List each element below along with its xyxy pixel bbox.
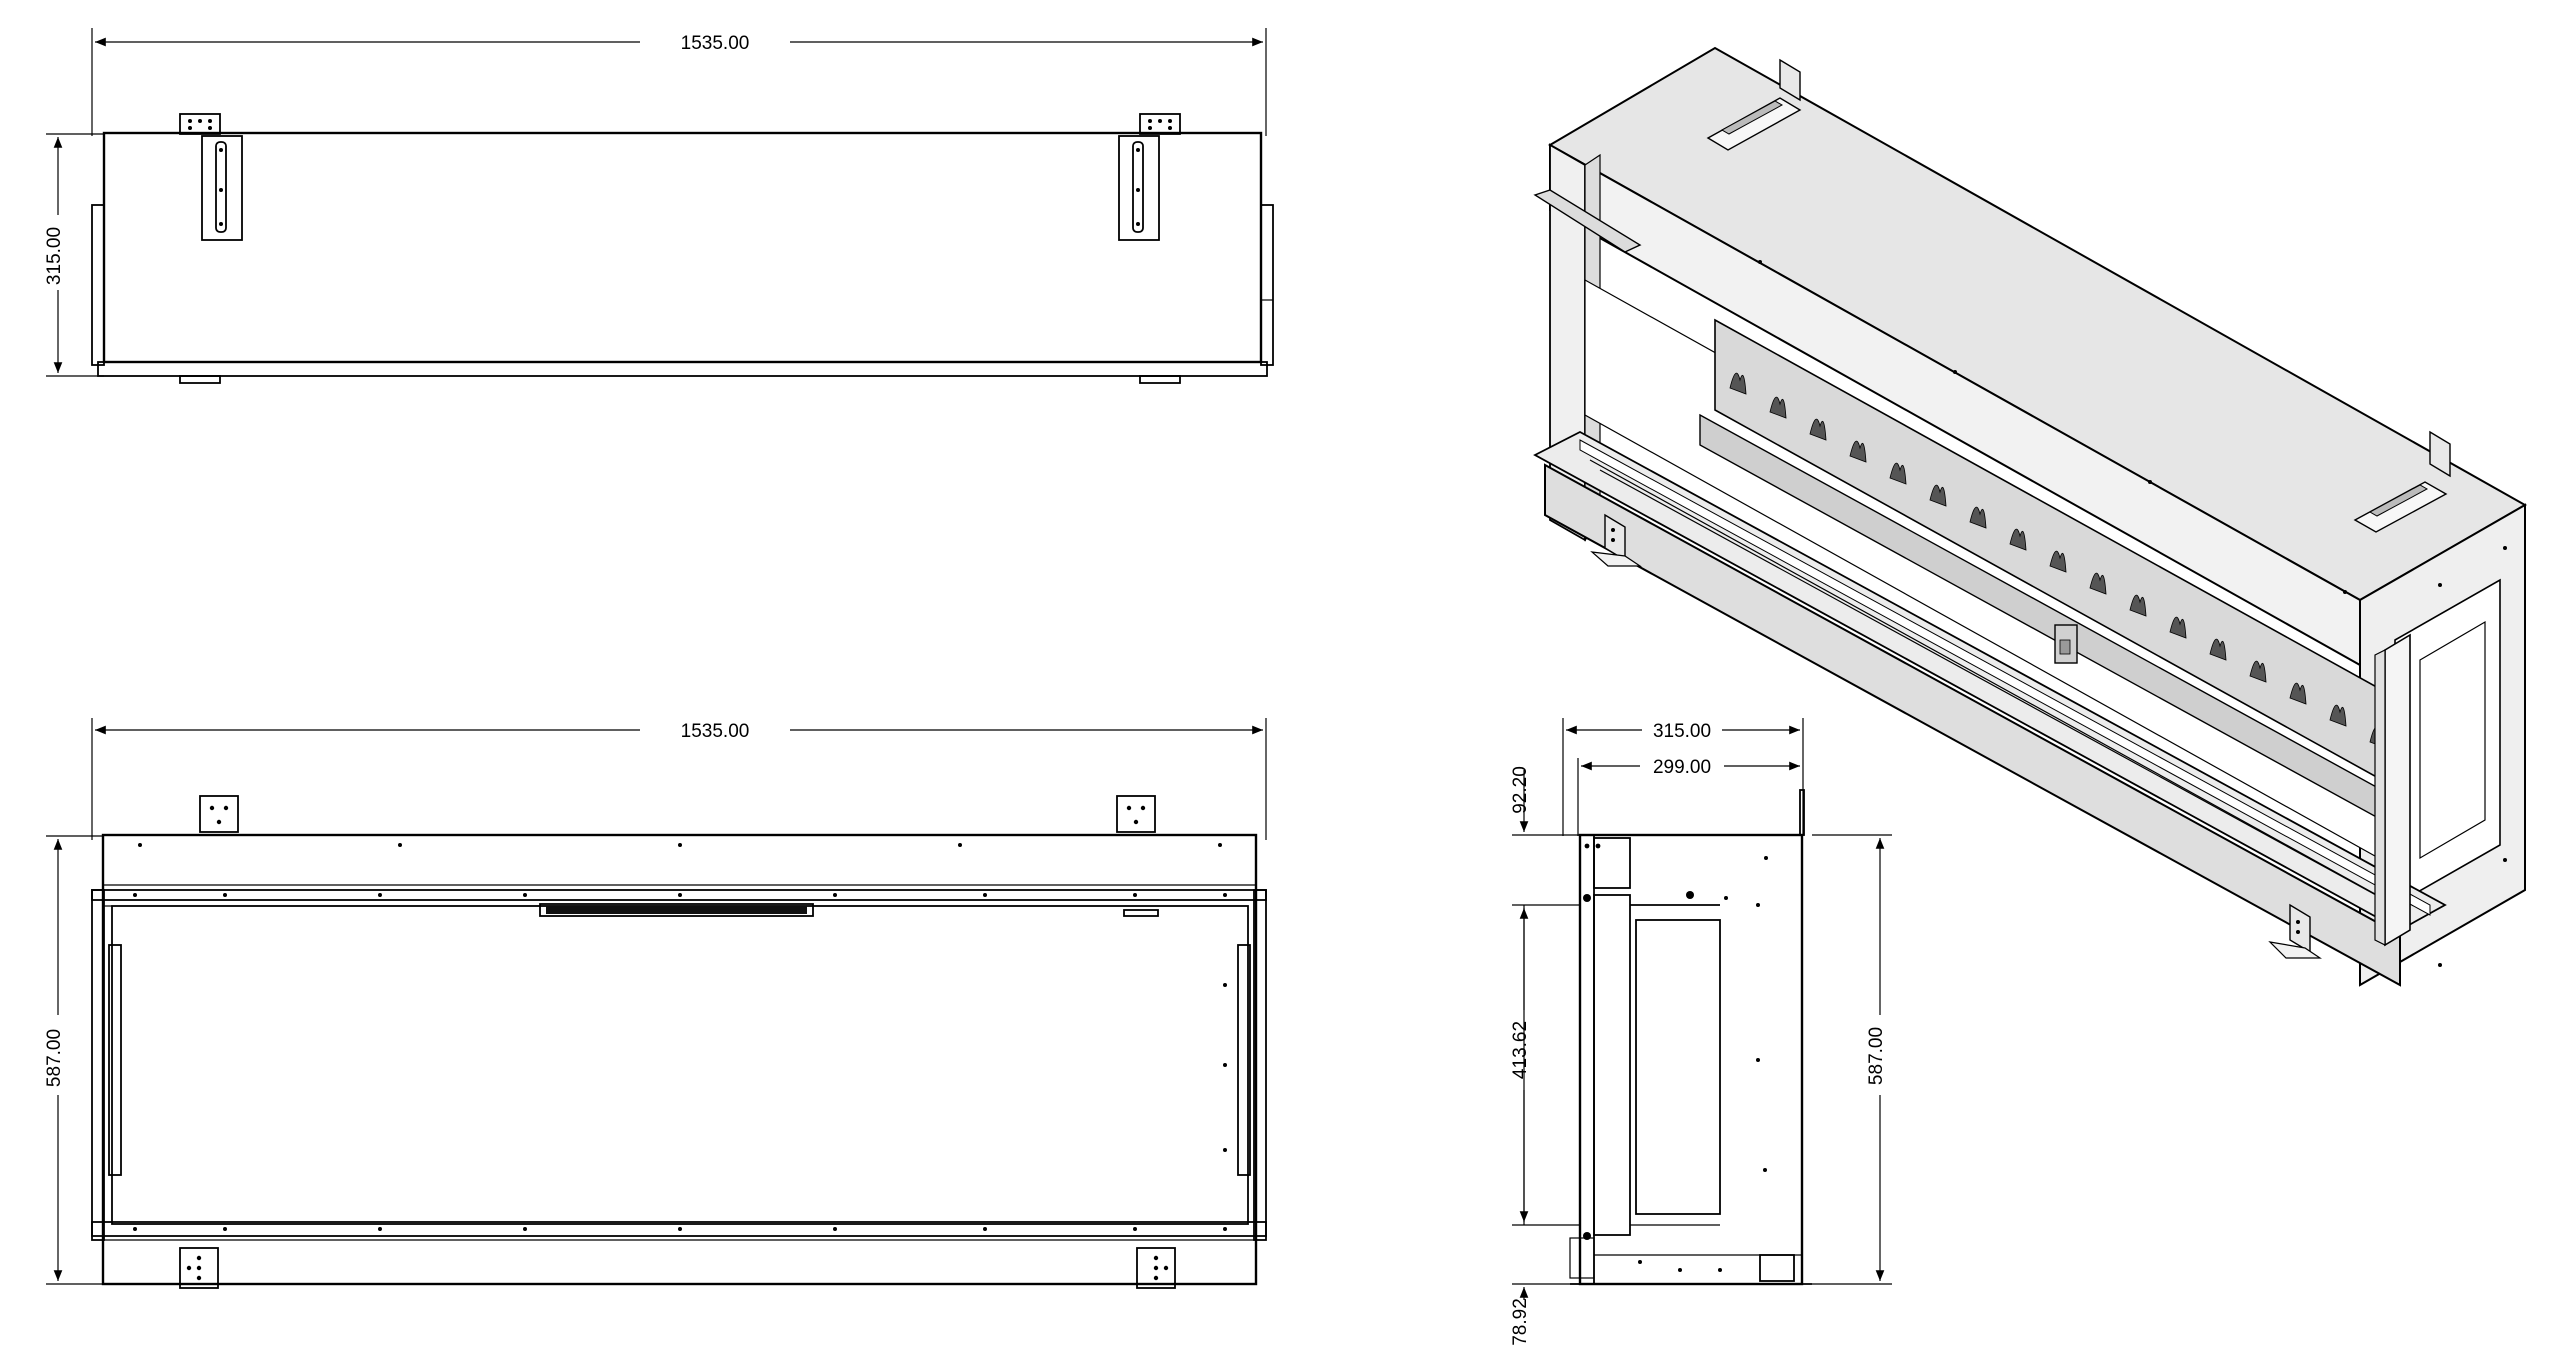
side-view: 315.00 299.00 92.20 413.62 78.92 587.00 (1510, 718, 1892, 1346)
side-top-label: 92.20 (1510, 766, 1531, 814)
front-width-label: 1535.00 (681, 721, 750, 742)
side-middle-label: 413.62 (1510, 1021, 1531, 1079)
side-bottom-label: 78.92 (1510, 1298, 1531, 1346)
side-height-label: 587.00 (1866, 1027, 1887, 1085)
top-depth-label: 315.00 (44, 227, 65, 285)
isometric-view (1533, 46, 2528, 987)
top-view: 1535.00 315.00 (44, 28, 1274, 384)
front-screw-dots (133, 843, 1227, 1231)
front-view: 1535.00 587.00 (44, 718, 1267, 1289)
flame-pattern (1729, 372, 2387, 749)
side-inner-depth-label: 299.00 (1653, 757, 1711, 778)
top-width-label: 1535.00 (681, 33, 750, 54)
side-depth-label: 315.00 (1653, 721, 1711, 742)
iso-front-base-face (1544, 463, 2401, 987)
front-height-label: 587.00 (44, 1029, 65, 1087)
